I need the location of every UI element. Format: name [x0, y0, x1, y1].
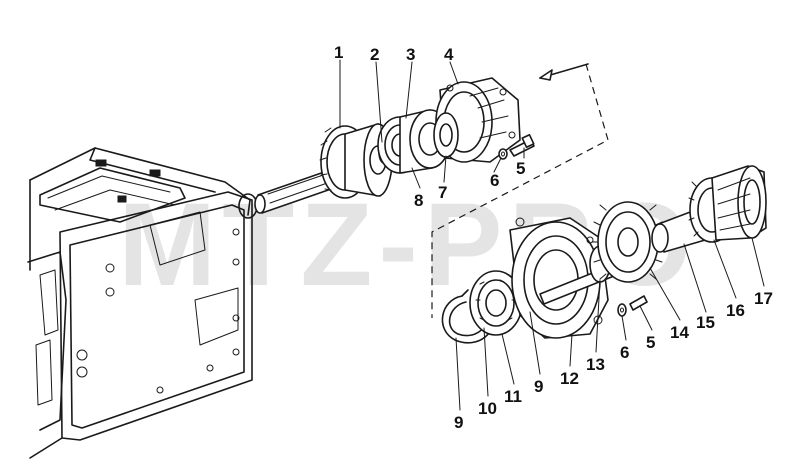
washer-6-upper: [498, 148, 508, 160]
callout-17: 17: [754, 289, 773, 308]
housing-cover-4: [435, 77, 521, 163]
callout-9-mid: 9: [534, 377, 543, 396]
gearbox-housing: [27, 147, 258, 459]
callout-5-upper: 5: [516, 159, 525, 178]
callout-7: 7: [438, 183, 447, 202]
callout-8: 8: [414, 191, 423, 210]
callout-13: 13: [586, 355, 605, 374]
callout-11: 11: [504, 387, 522, 406]
bolt-5-lower: [629, 295, 648, 311]
callout-3: 3: [406, 45, 415, 64]
clutch-drum-17: [711, 165, 767, 241]
splined-hub-7: [433, 112, 459, 158]
callout-1: 1: [334, 43, 343, 62]
callout-4: 4: [444, 45, 454, 64]
callout-6-lower: 6: [620, 343, 629, 362]
callout-9-lower: 9: [454, 413, 463, 432]
callout-labels: 1 2 3 4 5 6 7 8 9 10 11 9 12 13 6 5 14 1…: [334, 43, 773, 432]
callout-16: 16: [726, 301, 745, 320]
callout-14: 14: [670, 323, 689, 342]
housing-12: [509, 217, 609, 339]
callout-6-upper: 6: [490, 171, 499, 190]
bolt-5-upper: [509, 133, 535, 157]
washer-6-lower: [617, 303, 627, 317]
leader-lines: [339, 59, 765, 411]
callout-10: 10: [478, 399, 497, 418]
callout-5-lower: 5: [646, 333, 655, 352]
callout-12: 12: [560, 369, 579, 388]
callout-2: 2: [370, 45, 379, 64]
callout-15: 15: [696, 313, 715, 332]
